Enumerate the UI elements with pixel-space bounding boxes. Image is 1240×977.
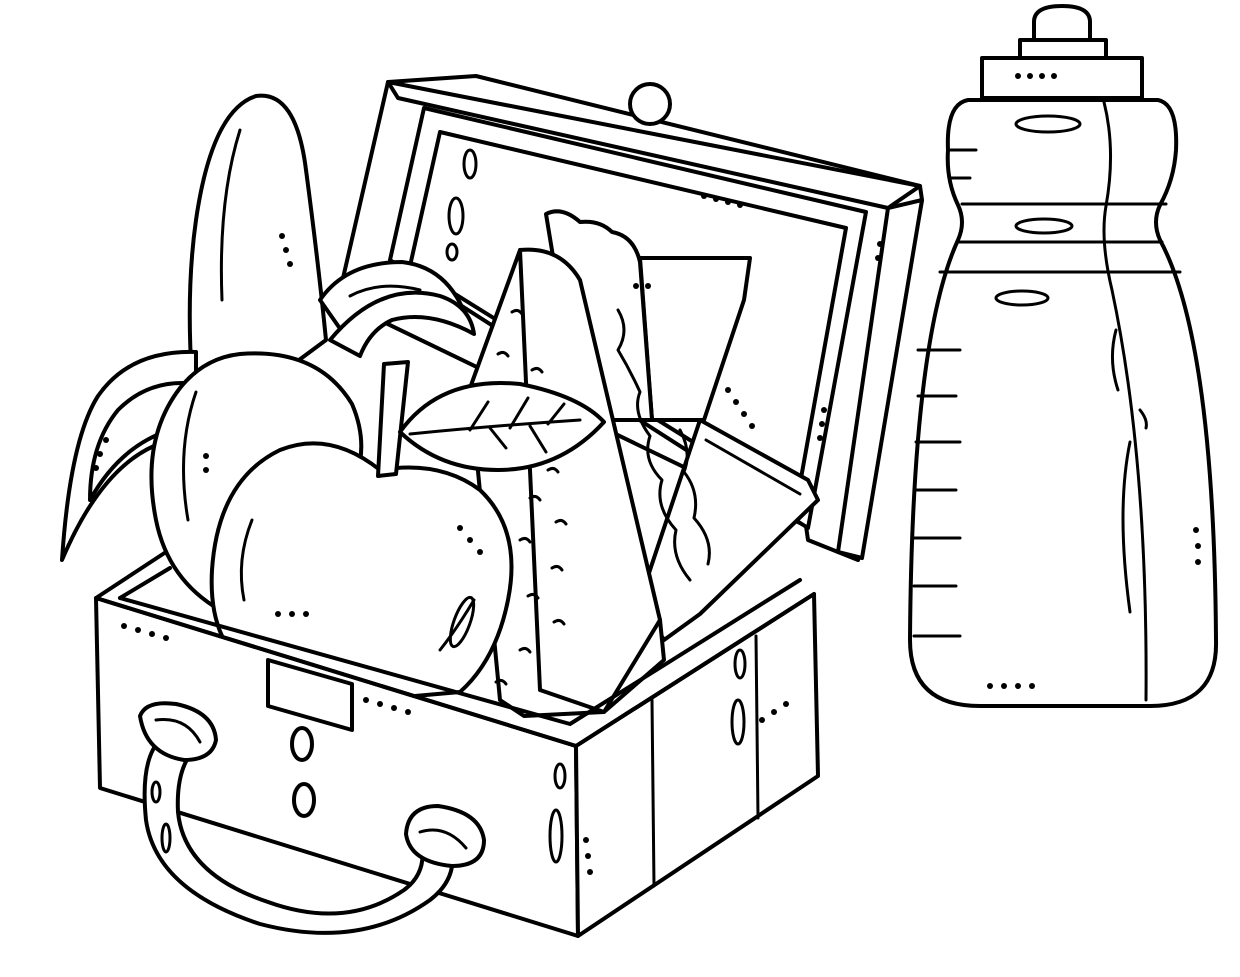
- box-screw-1: [290, 726, 314, 762]
- box-dots: [121, 623, 789, 875]
- apple-highlight-2: [438, 598, 476, 652]
- apple-dots: [275, 525, 483, 617]
- bottle-seam: [1102, 100, 1148, 702]
- sandwich-lettuce-2: [678, 428, 711, 566]
- bottle-highlights: [994, 114, 1148, 614]
- apple-leaf-vein-a: [468, 400, 490, 432]
- peach-leaf: [328, 290, 476, 358]
- bottle-measure-ticks: [912, 148, 978, 638]
- bottle-cap-collar: [1018, 38, 1108, 60]
- water-bottle: [908, 4, 1219, 708]
- lid-details: [445, 148, 883, 441]
- handle-right-mount-inner: [418, 828, 468, 850]
- handle-highlight-2: [160, 822, 172, 854]
- box-rim-front-inner: [118, 578, 802, 726]
- box-front-highlight-1: [553, 762, 567, 790]
- box-right-highlight-1: [733, 648, 747, 680]
- lid-side-edge: [836, 198, 924, 560]
- bottle-cap-ring: [980, 56, 1144, 100]
- box-right-panel-1: [650, 698, 656, 888]
- apple-leaf-vein-d: [488, 426, 508, 450]
- handle-highlight-1: [150, 780, 162, 804]
- bottle-body: [908, 98, 1219, 708]
- sandwich-front-crust: [518, 247, 662, 714]
- box-latch-plate: [266, 658, 354, 732]
- banana-peel-right-line: [348, 284, 422, 298]
- apple-leaf-vein-b: [508, 396, 530, 430]
- apple-highlight-3: [448, 595, 476, 649]
- apple-stem: [376, 360, 410, 478]
- box-rim-outer: [94, 550, 168, 600]
- handle-right-mount: [404, 804, 486, 868]
- apple: [209, 360, 606, 702]
- handle-left-mount-inner: [154, 717, 202, 744]
- apple-leaf-vein-c: [546, 402, 566, 426]
- apple-leaf-vein-e: [528, 424, 548, 454]
- banana-dots: [93, 233, 293, 471]
- lunch-box-handle: [138, 701, 486, 935]
- lid-latch: [628, 82, 672, 126]
- apple-highlight-1: [239, 518, 254, 602]
- sandwich-right-inner: [704, 438, 802, 496]
- banana-main: [187, 93, 328, 382]
- sandwich-lettuce: [616, 308, 692, 582]
- box-screw-2: [292, 782, 316, 818]
- box-right-highlight-2: [730, 698, 746, 746]
- bottle-dots: [987, 73, 1201, 689]
- apple-leaf-vein: [408, 418, 582, 436]
- handle-left-mount: [138, 701, 218, 762]
- sandwich-dots: [633, 283, 755, 429]
- box-front-highlight-2: [548, 808, 564, 864]
- peach-crease: [182, 390, 198, 522]
- sandwich: [468, 209, 820, 718]
- box-right-panel-2: [754, 634, 760, 820]
- box-rim-inner-left: [118, 566, 172, 600]
- peach-dots: [203, 453, 209, 473]
- box-rim-front-outer: [94, 592, 816, 748]
- banana-main-curve: [219, 128, 242, 302]
- bottle-cap-knob: [1032, 4, 1092, 42]
